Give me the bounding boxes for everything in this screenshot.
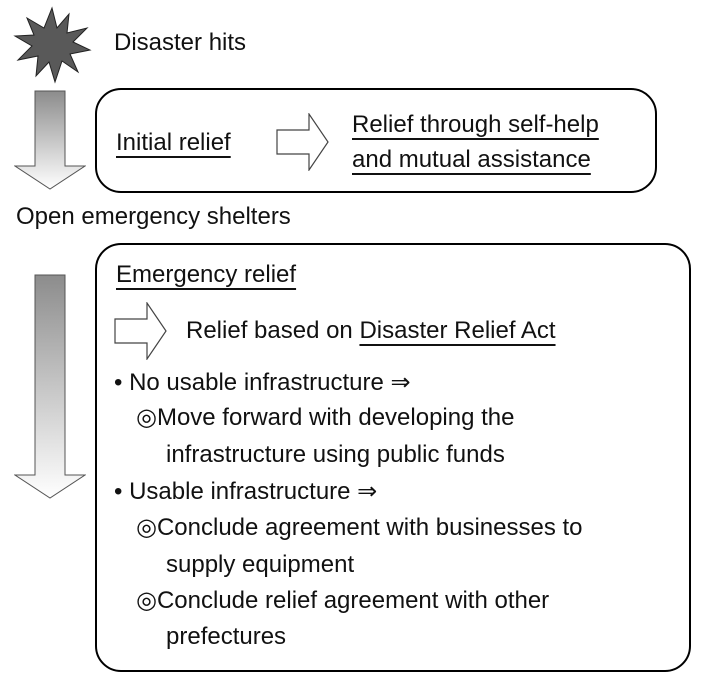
action-text: Conclude relief agreement with other bbox=[156, 587, 550, 614]
relief-basis-prefix: Relief based on bbox=[186, 317, 360, 344]
condition-text: No usable infrastructure ⇒ bbox=[129, 369, 411, 396]
condition-item: • No usable infrastructure ⇒ bbox=[114, 365, 411, 401]
emergency-relief-box bbox=[95, 243, 691, 672]
bullet-icon: • bbox=[114, 369, 123, 396]
condition-text: Usable infrastructure ⇒ bbox=[129, 478, 378, 505]
explosion-icon bbox=[12, 6, 92, 84]
event-label: Disaster hits bbox=[114, 29, 247, 56]
action-text-cont: prefectures bbox=[166, 623, 287, 650]
right-arrow-icon bbox=[114, 302, 168, 360]
double-circle-icon: ◎ bbox=[136, 404, 157, 431]
relief-basis: Relief based on Disaster Relief Act bbox=[186, 314, 556, 348]
action-text-cont: supply equipment bbox=[166, 551, 355, 578]
action-text: Move forward with developing the bbox=[156, 404, 515, 431]
action-text: Conclude agreement with businesses to bbox=[156, 514, 583, 541]
double-circle-icon: ◎ bbox=[136, 587, 157, 614]
outcome-line-1: Relief through self-help bbox=[352, 111, 599, 138]
initial-relief-title: Initial relief bbox=[116, 129, 231, 156]
action-item: ◎Move forward with developing the bbox=[136, 400, 514, 436]
condition-item: • Usable infrastructure ⇒ bbox=[114, 474, 377, 510]
down-arrow-icon bbox=[14, 90, 86, 190]
right-arrow-icon bbox=[276, 113, 330, 171]
action-item: ◎Conclude relief agreement with other bbox=[136, 583, 549, 619]
action-item: ◎Conclude agreement with businesses to bbox=[136, 510, 583, 546]
double-circle-icon: ◎ bbox=[136, 514, 157, 541]
action-text-cont: infrastructure using public funds bbox=[166, 441, 505, 468]
down-arrow-icon bbox=[14, 274, 86, 500]
disaster-relief-act: Disaster Relief Act bbox=[359, 317, 556, 344]
initial-relief-box bbox=[95, 88, 657, 193]
outcome-line-2: and mutual assistance bbox=[352, 146, 591, 173]
emergency-relief-title: Emergency relief bbox=[116, 261, 297, 288]
bullet-icon: • bbox=[114, 478, 123, 505]
transition-label: Open emergency shelters bbox=[16, 203, 291, 230]
